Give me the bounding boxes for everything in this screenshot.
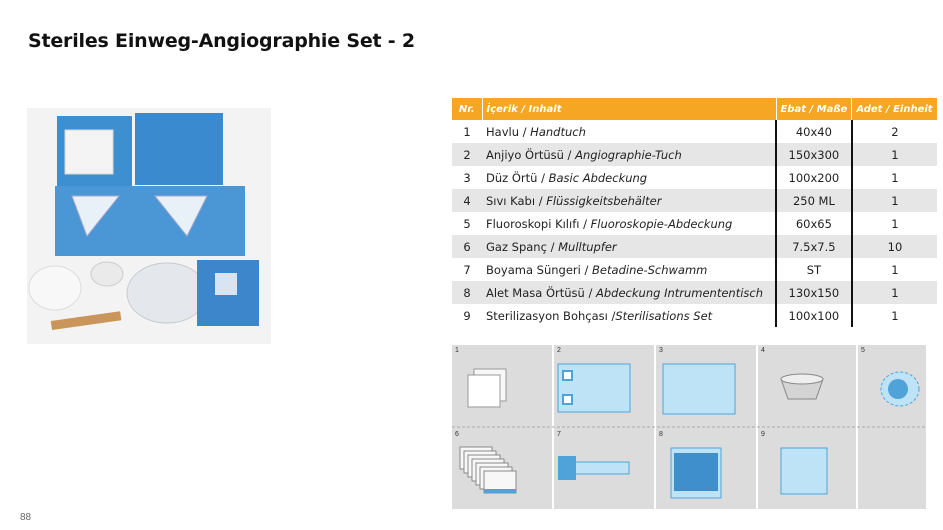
row-nr: 3 [463,170,471,185]
table-row: 1 Havlu / Handtuch 40x40 2 [452,120,937,143]
row-size: 100x100 [775,304,853,327]
row-item: Fluoroskopi Kılıfı / Fluoroskopie-Abdeck… [486,216,733,231]
row-nr: 6 [452,235,482,258]
diagram-cell-4: 4 [758,345,858,423]
item-diagram-grid: 1 2 3 4 5 [452,345,926,509]
row-size: 100x200 [775,166,853,189]
row-item: Sterilizasyon Bohçası /Sterilisations Se… [486,308,713,323]
grid-lines [452,345,926,509]
diagram-cell-5: 5 [858,345,926,423]
gauze-sponge-icon [459,446,517,494]
row-qty: 1 [891,170,899,185]
basic-drape-icon [662,363,736,415]
row-size: 250 ML [775,189,853,212]
row-item: Anjiyo Örtüsü / Angiographie-Tuch [482,143,776,166]
instrument-table-cover-icon [670,447,722,499]
row-item: Havlu / Handtuch [486,124,586,139]
page-number: 88 [20,512,32,523]
row-size: 150x300 [775,143,853,166]
row-nr: 5 [463,216,471,231]
row-size: 7.5x7.5 [775,235,853,258]
diagram-cell-2: 2 [554,345,654,423]
header-size: Ebat / Maße [776,98,853,120]
header-qty: Adet / Einheit [851,98,938,120]
row-nr: 2 [452,143,482,166]
table-row: 2 Anjiyo Örtüsü / Angiographie-Tuch 150x… [452,143,938,166]
row-size: 130x150 [775,281,853,304]
row-nr: 8 [452,281,482,304]
row-nr: 4 [452,189,482,212]
row-qty: 2 [891,124,899,139]
towel-icon [467,368,507,408]
table-row: 3 Düz Örtü / Basic Abdeckung 100x200 1 [452,166,937,189]
product-photo [27,108,271,344]
diagram-cell-9: 9 [758,429,858,507]
row-item: Sıvı Kabı / Flüssigkeitsbehälter [482,189,776,212]
table-row: 8 Alet Masa Örtüsü / Abdeckung Intrument… [452,281,938,304]
diagram-cell-1: 1 [452,345,552,423]
table-header-row: Nr. İçerik / Inhalt Ebat / Maße Adet / E… [452,98,938,120]
row-item: Gaz Spanç / Mulltupfer [482,235,776,258]
contents-table: Nr. İçerik / Inhalt Ebat / Maße Adet / E… [452,98,938,327]
row-nr: 9 [463,308,471,323]
row-nr: 1 [463,124,471,139]
row-item: Düz Örtü / Basic Abdeckung [486,170,648,185]
row-item: Boyama Süngeri / Betadine-Schwamm [486,262,708,277]
row-qty: 1 [891,308,899,323]
table-row: 6 Gaz Spanç / Mulltupfer 7.5x7.5 10 [452,235,938,258]
fluid-bowl-icon [780,373,824,400]
header-content: İçerik / Inhalt [482,98,777,120]
row-item: Alet Masa Örtüsü / Abdeckung Intrumenten… [482,281,776,304]
row-size: 40x40 [775,120,853,143]
row-qty: 1 [851,281,938,304]
betadine-sponge-icon [558,456,630,480]
header-nr: Nr. [452,98,483,120]
row-size: 60x65 [775,212,853,235]
diagram-cell-6: 6 [452,429,552,507]
row-qty: 1 [851,189,938,212]
table-row: 5 Fluoroskopi Kılıfı / Fluoroskopie-Abde… [452,212,937,235]
diagram-cell-8: 8 [656,429,756,507]
row-size: ST [775,258,853,281]
page-title: Steriles Einweg-Angiographie Set - 2 [28,30,415,52]
angiography-set-image [27,108,271,344]
row-qty: 1 [851,143,938,166]
angiography-drape-icon [557,363,631,413]
table-row: 7 Boyama Süngeri / Betadine-Schwamm ST 1 [452,258,937,281]
row-qty: 1 [891,216,899,231]
table-row: 4 Sıvı Kabı / Flüssigkeitsbehälter 250 M… [452,189,938,212]
sterilisation-wrap-icon [780,447,828,495]
fluoroscopy-cover-icon [880,371,920,407]
row-qty: 1 [891,262,899,277]
row-nr: 7 [463,262,471,277]
diagram-cell-3: 3 [656,345,756,423]
diagram-cell-empty [858,429,926,507]
table-row: 9 Sterilizasyon Bohçası /Sterilisations … [452,304,937,327]
diagram-cell-7: 7 [554,429,654,507]
row-qty: 10 [851,235,938,258]
